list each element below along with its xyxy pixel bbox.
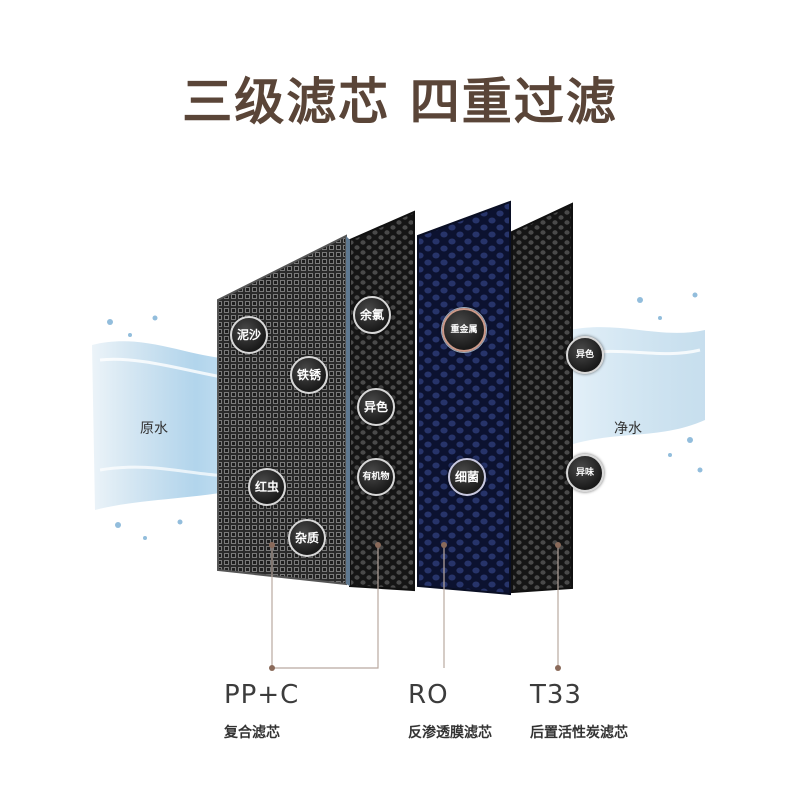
t33-filter-panel: [511, 202, 573, 594]
filter-name-ro: RO: [408, 680, 449, 710]
filter-desc-ro: 反渗透膜滤芯: [408, 725, 492, 741]
contaminant-bubble-rust: 铁锈: [290, 356, 328, 394]
filter-name-t33: T33: [530, 680, 582, 710]
pp-c-leader-line: [271, 545, 379, 669]
pp-mesh-filter-panel: [217, 234, 347, 586]
contaminant-bubble-bacteria: 细菌: [448, 458, 486, 496]
page-title: 三级滤芯 四重过滤: [182, 73, 618, 131]
clean-water-label: 净水: [614, 421, 642, 437]
contaminant-bubble-sediment: 泥沙: [230, 316, 268, 354]
filter-desc-t33: 后置活性炭滤芯: [530, 725, 628, 741]
contaminant-bubble-chlorine: 余氯: [353, 296, 391, 334]
filter-name-pp-c: PP+C: [224, 680, 300, 710]
contaminant-bubble-color-t33: 异色: [566, 336, 604, 374]
contaminant-bubble-color: 异色: [357, 388, 395, 426]
contaminant-bubble-odor: 异味: [566, 454, 604, 492]
filter-desc-pp-c: 复合滤芯: [224, 725, 280, 741]
contaminant-bubble-organics: 有机物: [357, 458, 395, 496]
contaminant-bubble-red-worm: 红虫: [248, 468, 286, 506]
raw-water-label: 原水: [140, 421, 168, 437]
ro-filter-panel: [417, 200, 511, 596]
contaminant-bubble-impurity: 杂质: [288, 519, 326, 557]
contaminant-bubble-heavy-metals: 重金属: [442, 308, 486, 352]
